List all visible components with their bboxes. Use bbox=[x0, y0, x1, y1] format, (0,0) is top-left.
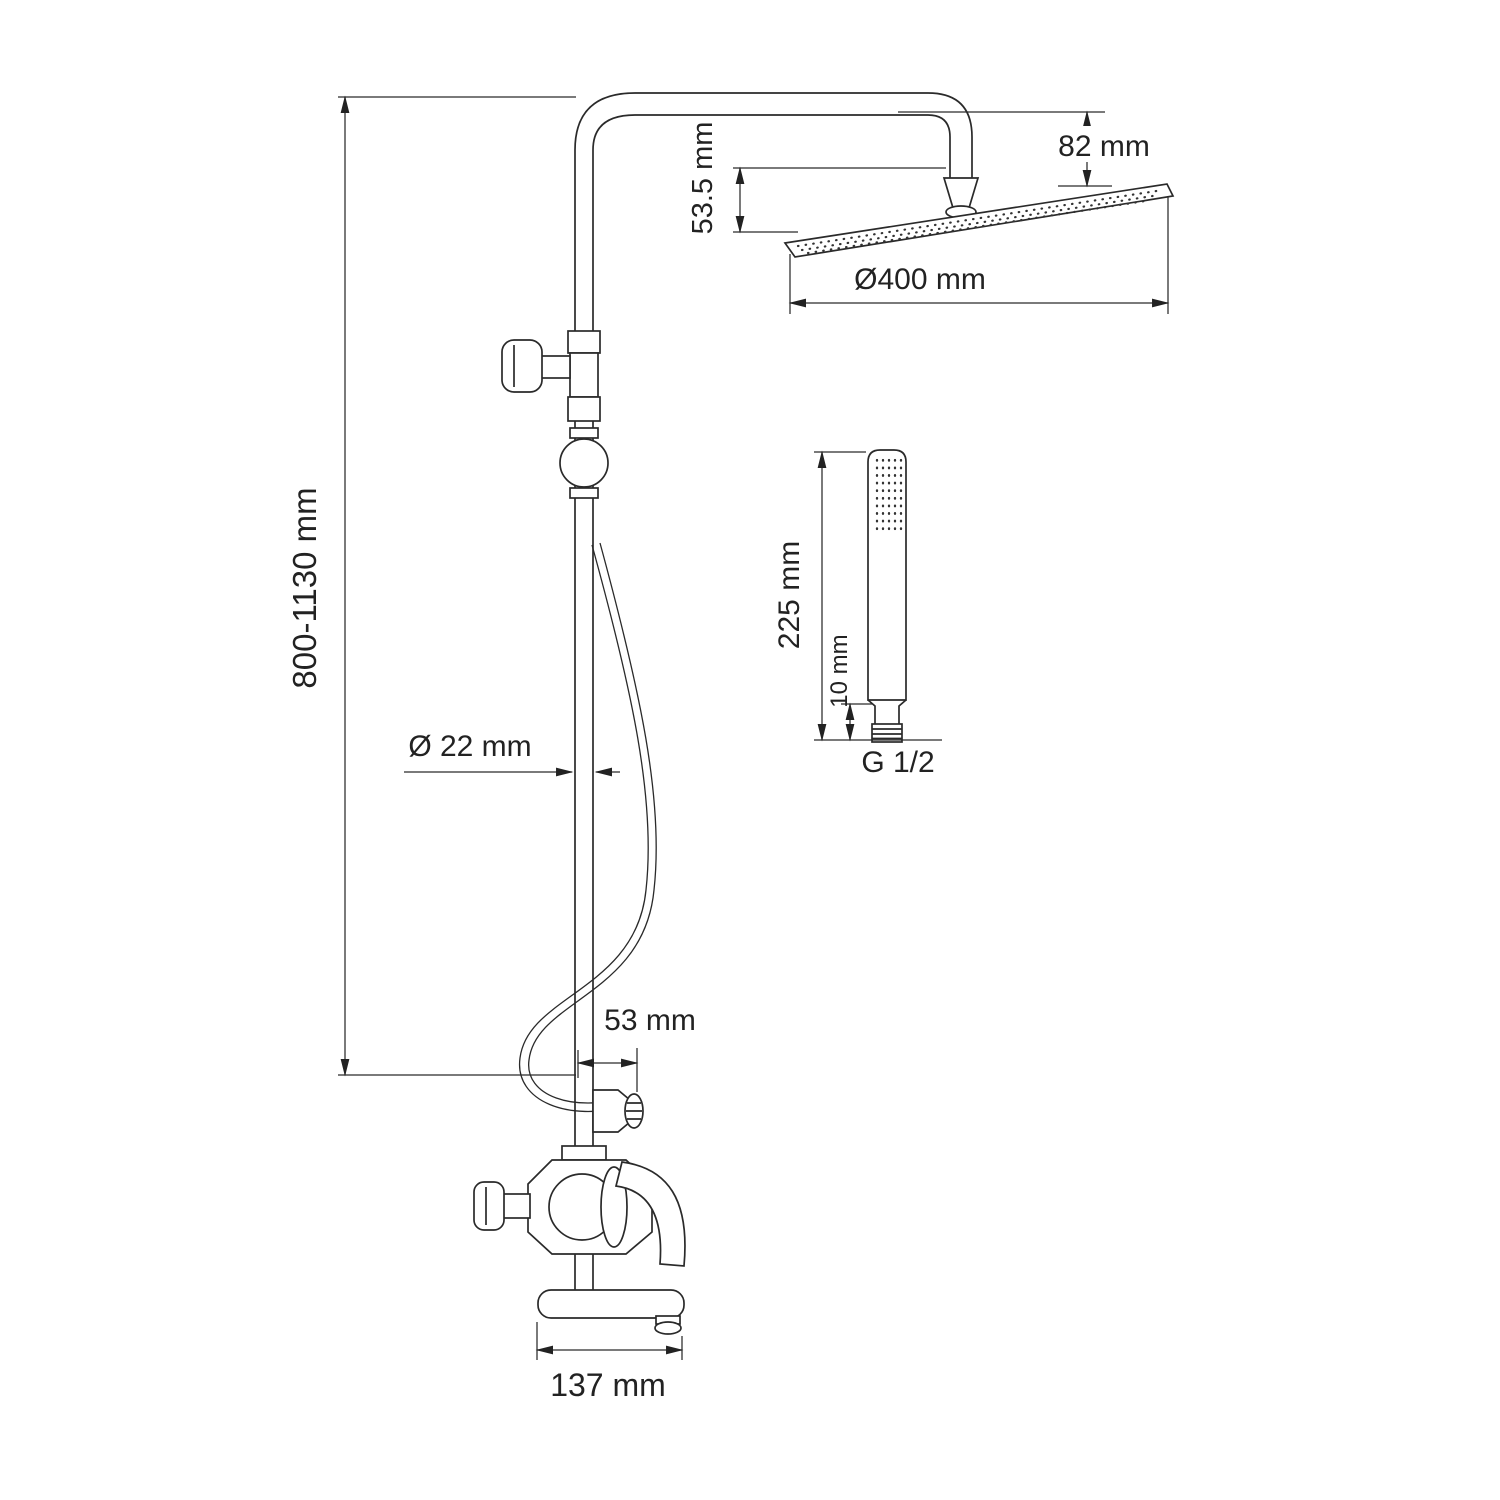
thread-size: G 1/2 bbox=[861, 746, 934, 779]
dim-hand-shower-length-label: 225 mm bbox=[773, 541, 806, 649]
shower-hose bbox=[519, 542, 657, 1113]
dim-overall-height: 800-1130 mm bbox=[286, 95, 576, 1077]
spout-aerator bbox=[654, 1321, 682, 1335]
spout bbox=[537, 1289, 685, 1335]
hand-shower bbox=[867, 449, 907, 743]
dim-head-offset: 53.5 mm bbox=[687, 122, 946, 235]
dim-spout-length-label: 137 mm bbox=[550, 1367, 666, 1403]
shower-head bbox=[783, 183, 1175, 258]
dim-head-drop: 82 mm bbox=[898, 110, 1164, 188]
dim-outlet-offset-label: 53 mm bbox=[604, 1004, 696, 1037]
diverter-knob-stem bbox=[540, 355, 571, 379]
mixer-body bbox=[527, 1145, 653, 1255]
swivel-joint bbox=[559, 427, 609, 499]
diverter-knob bbox=[501, 339, 543, 393]
dim-head-offset-label: 53.5 mm bbox=[687, 122, 719, 235]
dim-head-diameter-label: Ø400 mm bbox=[854, 263, 986, 296]
dim-spout-length: 137 mm bbox=[535, 1322, 684, 1403]
dim-thread-length-label: 10 mm bbox=[826, 634, 853, 707]
thread-size-label: G 1/2 bbox=[861, 746, 934, 779]
dim-hand-shower-length: 225 mm bbox=[773, 450, 942, 742]
dim-pipe-diameter: Ø 22 mm bbox=[404, 730, 620, 777]
hose-elbow bbox=[592, 1089, 644, 1133]
riser-pipe-and-arm bbox=[574, 92, 973, 1312]
dim-head-diameter: Ø400 mm bbox=[788, 196, 1170, 314]
diverter bbox=[501, 330, 601, 422]
dim-pipe-diameter-label: Ø 22 mm bbox=[408, 730, 531, 763]
mixer-knob bbox=[473, 1181, 531, 1231]
dim-head-drop-label: 82 mm bbox=[1058, 130, 1150, 163]
dim-thread-length: 10 mm bbox=[826, 634, 872, 742]
head-connector bbox=[942, 177, 980, 219]
dim-overall-height-label: 800-1130 mm bbox=[286, 487, 323, 688]
mixer-handle bbox=[614, 1161, 686, 1267]
dim-outlet-offset: 53 mm bbox=[576, 1004, 696, 1092]
